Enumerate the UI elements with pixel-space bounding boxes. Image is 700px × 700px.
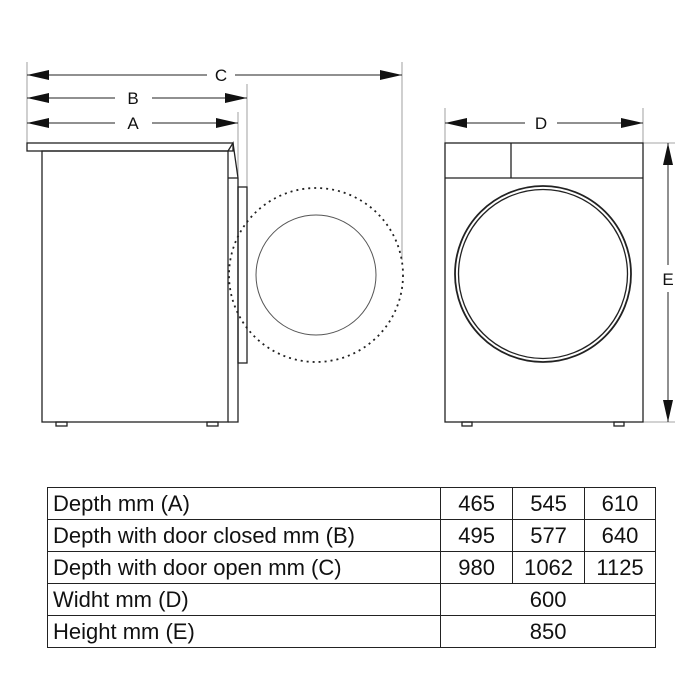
- side-body: [41, 150, 229, 423]
- dimension-diagram: C B A D E: [26, 62, 675, 427]
- door-open: [255, 214, 377, 336]
- door-glass: [457, 188, 629, 360]
- label-c: C: [215, 66, 227, 85]
- label-e: E: [662, 270, 673, 289]
- foot: [206, 421, 219, 427]
- row-label: Depth with door closed mm (B): [46, 519, 442, 552]
- door-open-swing: [228, 187, 404, 363]
- front-body: [444, 142, 644, 423]
- door-ring: [454, 185, 632, 363]
- row-label: Depth mm (A): [46, 487, 442, 520]
- cell-value: 1062: [512, 551, 586, 584]
- cell-value: 980: [440, 551, 514, 584]
- cell-value: 545: [512, 487, 586, 520]
- row-label: Depth with door open mm (C): [46, 551, 442, 584]
- row-label: Widht mm (D): [46, 583, 442, 616]
- table-row: Depth with door closed mm (B) 495 577 64…: [46, 519, 656, 552]
- table-row: Height mm (E) 850: [46, 615, 656, 648]
- cell-value: 640: [584, 519, 656, 552]
- table-row: Widht mm (D) 600: [46, 583, 656, 616]
- cell-value: 465: [440, 487, 514, 520]
- dimensions-table: Depth mm (A) 465 545 610 Depth with door…: [46, 487, 656, 648]
- cell-value: 850: [440, 615, 656, 648]
- label-a: A: [127, 114, 139, 133]
- worktop: [26, 142, 234, 152]
- cell-value: 610: [584, 487, 656, 520]
- label-d: D: [535, 114, 547, 133]
- foot: [55, 421, 68, 427]
- foot: [461, 421, 473, 427]
- cell-value: 1125: [584, 551, 656, 584]
- door-closed: [237, 186, 248, 364]
- table-row: Depth mm (A) 465 545 610: [46, 487, 656, 520]
- table-row: Depth with door open mm (C) 980 1062 112…: [46, 551, 656, 584]
- cell-value: 600: [440, 583, 656, 616]
- label-b: B: [127, 89, 138, 108]
- foot: [613, 421, 625, 427]
- cell-value: 495: [440, 519, 514, 552]
- cell-value: 577: [512, 519, 586, 552]
- row-label: Height mm (E): [46, 615, 442, 648]
